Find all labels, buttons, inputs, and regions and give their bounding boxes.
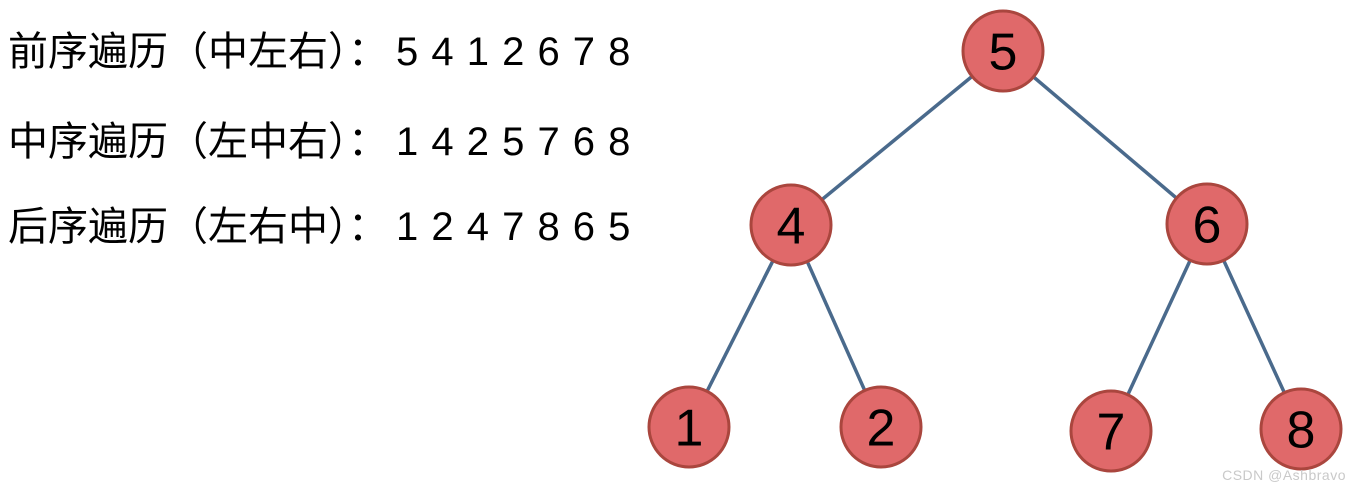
tree-node-1: 1 bbox=[647, 385, 731, 469]
tree-node-circle-7 bbox=[1069, 389, 1153, 473]
tree-node-value-1: 1 bbox=[675, 400, 704, 458]
tree-node-circle-5 bbox=[961, 9, 1045, 93]
tree-node-5: 5 bbox=[961, 9, 1045, 93]
traversal-sequence-postorder: 1 2 4 7 8 6 5 bbox=[396, 205, 632, 249]
tree-node-8: 8 bbox=[1259, 387, 1343, 471]
traversal-label-preorder: 前序遍历（中左右）： bbox=[8, 30, 388, 74]
traversal-sequence-preorder: 5 4 1 2 6 7 8 bbox=[396, 30, 632, 74]
tree-node-6: 6 bbox=[1165, 182, 1249, 266]
tree-node-circle-8 bbox=[1259, 387, 1343, 471]
tree-edge-5-4 bbox=[789, 49, 1005, 227]
tree-node-value-4: 4 bbox=[777, 198, 806, 256]
tree-node-2: 2 bbox=[839, 385, 923, 469]
traversal-label-postorder: 后序遍历（左右中）： bbox=[8, 205, 388, 249]
traversal-label-inorder: 中序遍历（左中右）： bbox=[8, 120, 388, 164]
tree-node-circle-6 bbox=[1165, 182, 1249, 266]
tree-node-4: 4 bbox=[749, 183, 833, 267]
traversal-line-postorder: 后序遍历（左右中）：1 2 4 7 8 6 5 bbox=[8, 207, 631, 247]
tree-node-circle-4 bbox=[749, 183, 833, 267]
tree-node-circle-2 bbox=[839, 385, 923, 469]
tree-edge-5-6 bbox=[1001, 49, 1209, 226]
tree-node-value-5: 5 bbox=[989, 24, 1018, 82]
watermark: CSDN @Ashbravo bbox=[1222, 467, 1346, 483]
tree-node-value-7: 7 bbox=[1097, 404, 1126, 462]
tree-node-7: 7 bbox=[1069, 389, 1153, 473]
tree-node-value-8: 8 bbox=[1287, 402, 1316, 460]
traversal-line-preorder: 前序遍历（中左右）：5 4 1 2 6 7 8 bbox=[8, 32, 631, 72]
traversal-line-inorder: 中序遍历（左中右）：1 4 2 5 7 6 8 bbox=[8, 122, 631, 162]
tree-node-value-6: 6 bbox=[1193, 197, 1222, 255]
tree-node-circle-1 bbox=[647, 385, 731, 469]
tree-node-value-2: 2 bbox=[867, 400, 896, 458]
traversal-sequence-inorder: 1 4 2 5 7 6 8 bbox=[396, 120, 632, 164]
